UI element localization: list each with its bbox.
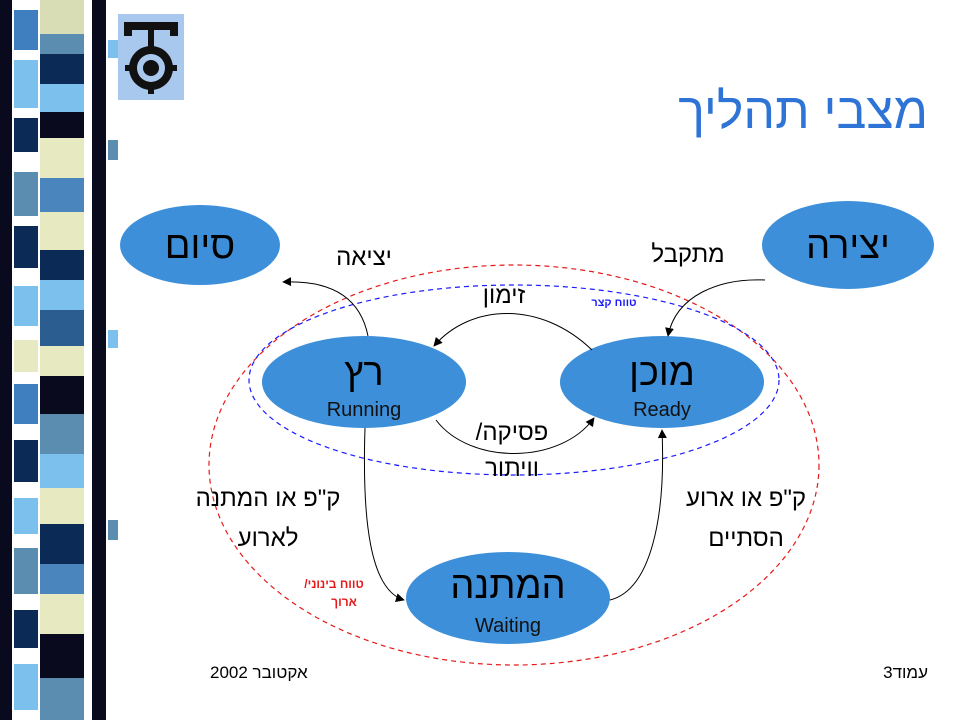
label-medium-range-line2: ארוך [331,595,357,609]
state-running-label: רץ [344,352,383,394]
arrow-schedule [433,313,593,351]
state-end [120,205,280,285]
label-preempt-line1: פסיקה/ [476,419,549,446]
arrow-exit [282,277,369,337]
state-running-sublabel: Running [327,399,402,421]
page-title: מצבי תהליך [678,83,928,139]
decorative-stripe [0,0,130,720]
label-io-wait-line2: לארוע [238,525,299,552]
label-medium-range-line1: טווח בינוני/ [304,577,363,591]
arrow-accepted [665,279,766,337]
state-running [262,336,466,428]
footer-date: אקטובר 2002 [210,663,308,682]
label-exit: יציאה [336,244,392,271]
state-waiting-label: המתנה [450,565,565,607]
label-schedule: זימון [483,282,526,309]
label-io-done-line1: ק"פ או ארוע [686,485,806,512]
arrow-preempt [435,417,595,454]
state-creation-label: יצירה [806,225,890,267]
footer-page-number: עמוד3 [883,663,928,682]
state-end-label: סיום [165,225,235,267]
label-short-range: טווח קצר [591,297,636,309]
state-ready [560,336,764,428]
arrow-io-wait [363,427,405,603]
medium-range-ellipse [208,264,820,666]
short-range-ellipse [248,284,780,476]
state-ready-label: מוכן [629,352,695,394]
state-ready-sublabel: Ready [633,399,691,421]
state-creation [762,201,934,289]
label-preempt-line2: וויתור [485,455,539,482]
state-waiting-sublabel: Waiting [475,615,541,637]
state-waiting [406,552,610,644]
technion-logo [118,14,184,100]
arrow-io-done [609,429,667,601]
label-io-wait-line1: ק"פ או המתנה [196,485,341,512]
label-io-done-line2: הסתיים [708,525,784,552]
label-accepted: מתקבל [651,241,724,268]
